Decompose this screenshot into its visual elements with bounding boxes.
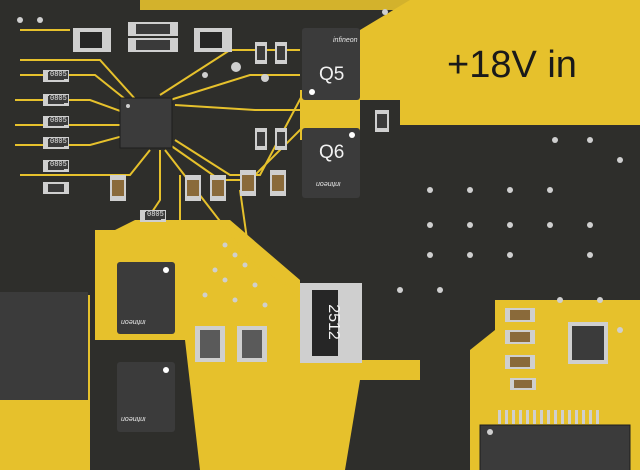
mosfet-q5-body xyxy=(302,28,360,100)
power-connector-body xyxy=(0,292,88,400)
passive-package-label: 0805 xyxy=(49,117,68,125)
controller-ic xyxy=(119,97,173,149)
passive-package-label: 0805 xyxy=(49,95,68,103)
mcu-pins xyxy=(498,410,599,424)
shunt-resistor-body xyxy=(300,283,362,363)
q5-reference-label: Q5 xyxy=(319,64,345,85)
inductor-1-vendor-logo: infineon xyxy=(121,318,146,325)
mosfet-q6-body xyxy=(302,128,360,198)
crystal-oscillator xyxy=(568,322,608,364)
passive-package-label: 0805 xyxy=(146,211,165,219)
inductor-2-body xyxy=(117,362,175,432)
q6-reference-label: Q6 xyxy=(319,142,345,163)
vias xyxy=(17,9,623,333)
diodes xyxy=(73,28,232,52)
shunt-resistor-package-label: 2512 xyxy=(324,304,342,340)
q6-vendor-logo: infineon xyxy=(316,180,341,187)
passive-package-label: 0805 xyxy=(49,138,68,146)
q5-vendor-logo: infineon xyxy=(333,37,358,44)
supply-voltage-label: +18V in xyxy=(447,44,577,86)
passive-package-label: 0805 xyxy=(49,161,68,169)
microcontroller xyxy=(479,424,631,470)
passive-package-label: 0805 xyxy=(49,71,68,79)
inductor-1-body xyxy=(117,262,175,334)
inductor-2-vendor-logo: infineon xyxy=(121,415,146,422)
capacitors xyxy=(195,326,267,362)
